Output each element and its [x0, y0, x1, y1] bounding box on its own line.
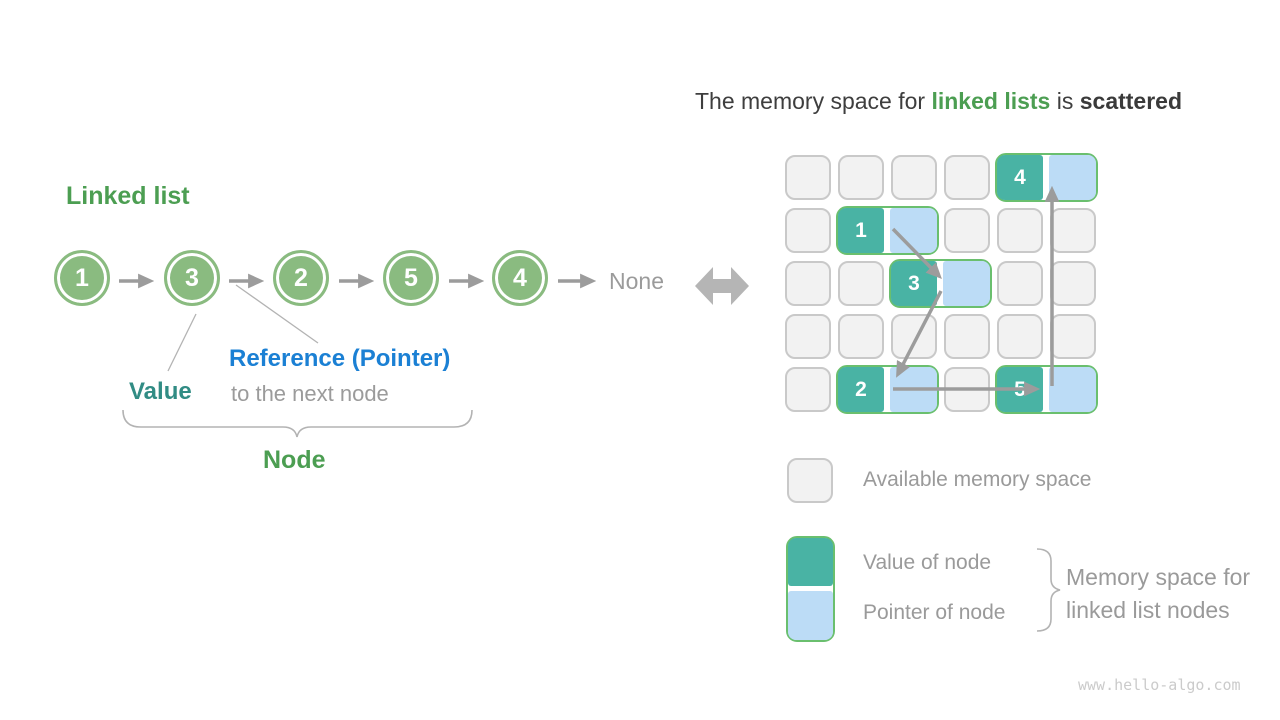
memory-cell-empty	[838, 261, 884, 306]
memory-node-pair: 1	[836, 206, 939, 255]
memory-node-pair: 5	[995, 365, 1098, 414]
list-node-circle: 4	[492, 250, 548, 306]
memory-cell-empty	[785, 314, 831, 359]
legend-node-pair-swatch	[786, 536, 835, 642]
title-middle: is	[1050, 88, 1080, 114]
memory-cell-empty	[785, 208, 831, 253]
memory-cell-empty	[944, 367, 990, 412]
list-node-circle: 5	[383, 250, 439, 306]
memory-cell-empty	[1050, 208, 1096, 253]
memory-cell-pointer	[890, 208, 937, 253]
node-annotation: Node	[263, 446, 326, 474]
memory-cell-value: 1	[838, 208, 884, 253]
memory-cell-empty	[785, 155, 831, 200]
legend-pointer-label: Pointer of node	[863, 601, 1006, 624]
reference-sub-annotation: to the next node	[231, 381, 389, 406]
legend-brace-note-line1: Memory space for	[1066, 564, 1251, 590]
linked-list-heading: Linked list	[66, 182, 190, 210]
legend-brace-note-line2: linked list nodes	[1066, 597, 1230, 623]
legend-pointer-swatch	[788, 591, 833, 640]
memory-cell-pointer	[943, 261, 990, 306]
memory-cell-value: 4	[997, 155, 1043, 200]
memory-cell-empty	[891, 314, 937, 359]
memory-node-pair: 3	[889, 259, 992, 308]
memory-cell-empty	[944, 155, 990, 200]
memory-cell-empty	[785, 261, 831, 306]
terminal-none-label: None	[609, 268, 664, 294]
reference-annotation: Reference (Pointer)	[229, 345, 451, 372]
title-highlight: linked lists	[931, 88, 1051, 114]
memory-cell-empty	[1050, 261, 1096, 306]
legend-brace-note: Memory space for linked list nodes	[1066, 561, 1250, 627]
memory-cell-empty	[944, 314, 990, 359]
watermark: www.hello-algo.com	[1078, 676, 1241, 694]
memory-cell-value: 2	[838, 367, 884, 412]
memory-node-pair: 2	[836, 365, 939, 414]
memory-cell-empty	[997, 208, 1043, 253]
list-node-circle: 2	[273, 250, 329, 306]
memory-cell-empty	[944, 208, 990, 253]
legend-available-swatch	[787, 458, 833, 503]
value-annotation: Value	[129, 378, 192, 405]
memory-cell-value: 3	[891, 261, 937, 306]
memory-cell-empty	[997, 261, 1043, 306]
title-prefix: The memory space for	[695, 88, 932, 114]
memory-cell-pointer	[890, 367, 937, 412]
memory-cell-value: 5	[997, 367, 1043, 412]
diagram-title: The memory space for linked lists is sca…	[695, 88, 1182, 115]
memory-cell-empty	[838, 314, 884, 359]
node-brace	[122, 409, 473, 438]
memory-node-pair: 4	[995, 153, 1098, 202]
memory-cell-empty	[997, 314, 1043, 359]
legend-value-label: Value of node	[863, 551, 992, 574]
equivalence-double-arrow	[695, 267, 749, 305]
memory-cell-empty	[1050, 314, 1096, 359]
memory-cell-pointer	[1049, 155, 1096, 200]
legend-value-swatch	[788, 538, 833, 586]
memory-cell-empty	[785, 367, 831, 412]
legend-available-label: Available memory space	[863, 468, 1092, 491]
memory-cell-pointer	[1049, 367, 1096, 412]
list-node-circle: 3	[164, 250, 220, 306]
title-emphasis: scattered	[1079, 88, 1183, 114]
memory-cell-empty	[838, 155, 884, 200]
list-node-circle: 1	[54, 250, 110, 306]
memory-cell-empty	[891, 155, 937, 200]
legend-brace	[1036, 548, 1061, 632]
